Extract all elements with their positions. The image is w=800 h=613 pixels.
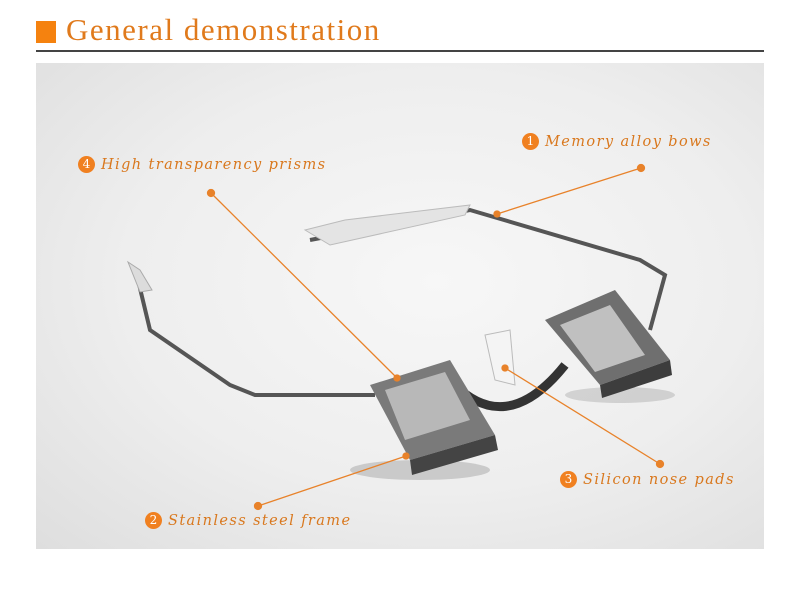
callout-text: Memory alloy bows	[545, 134, 712, 150]
header-divider	[36, 50, 764, 52]
callout-stainless-steel-frame: 2 Stainless steel frame	[145, 512, 351, 529]
callout-text: Stainless steel frame	[168, 513, 352, 529]
left-prism	[370, 360, 498, 475]
callout-number-badge: 1	[522, 133, 539, 150]
callout-high-transparency-prisms: 4 High transparency prisms	[78, 156, 326, 173]
right-bow-tip	[303, 204, 471, 246]
callout-text: High transparency prisms	[101, 157, 327, 173]
callout-text: Silicon nose pads	[583, 472, 735, 488]
nose-pad	[484, 329, 516, 386]
left-bow-tip	[126, 260, 153, 293]
header-accent-square	[36, 21, 56, 43]
page-title: General demonstration	[66, 12, 381, 47]
callout-number-badge: 2	[145, 512, 162, 529]
callout-number-badge: 3	[560, 471, 577, 488]
right-prism	[545, 290, 672, 398]
callout-memory-alloy-bows: 1 Memory alloy bows	[522, 133, 712, 150]
product-photo	[36, 63, 764, 549]
callout-silicon-nose-pads: 3 Silicon nose pads	[560, 471, 735, 488]
left-bow	[136, 279, 375, 397]
callout-number-badge: 4	[78, 156, 95, 173]
